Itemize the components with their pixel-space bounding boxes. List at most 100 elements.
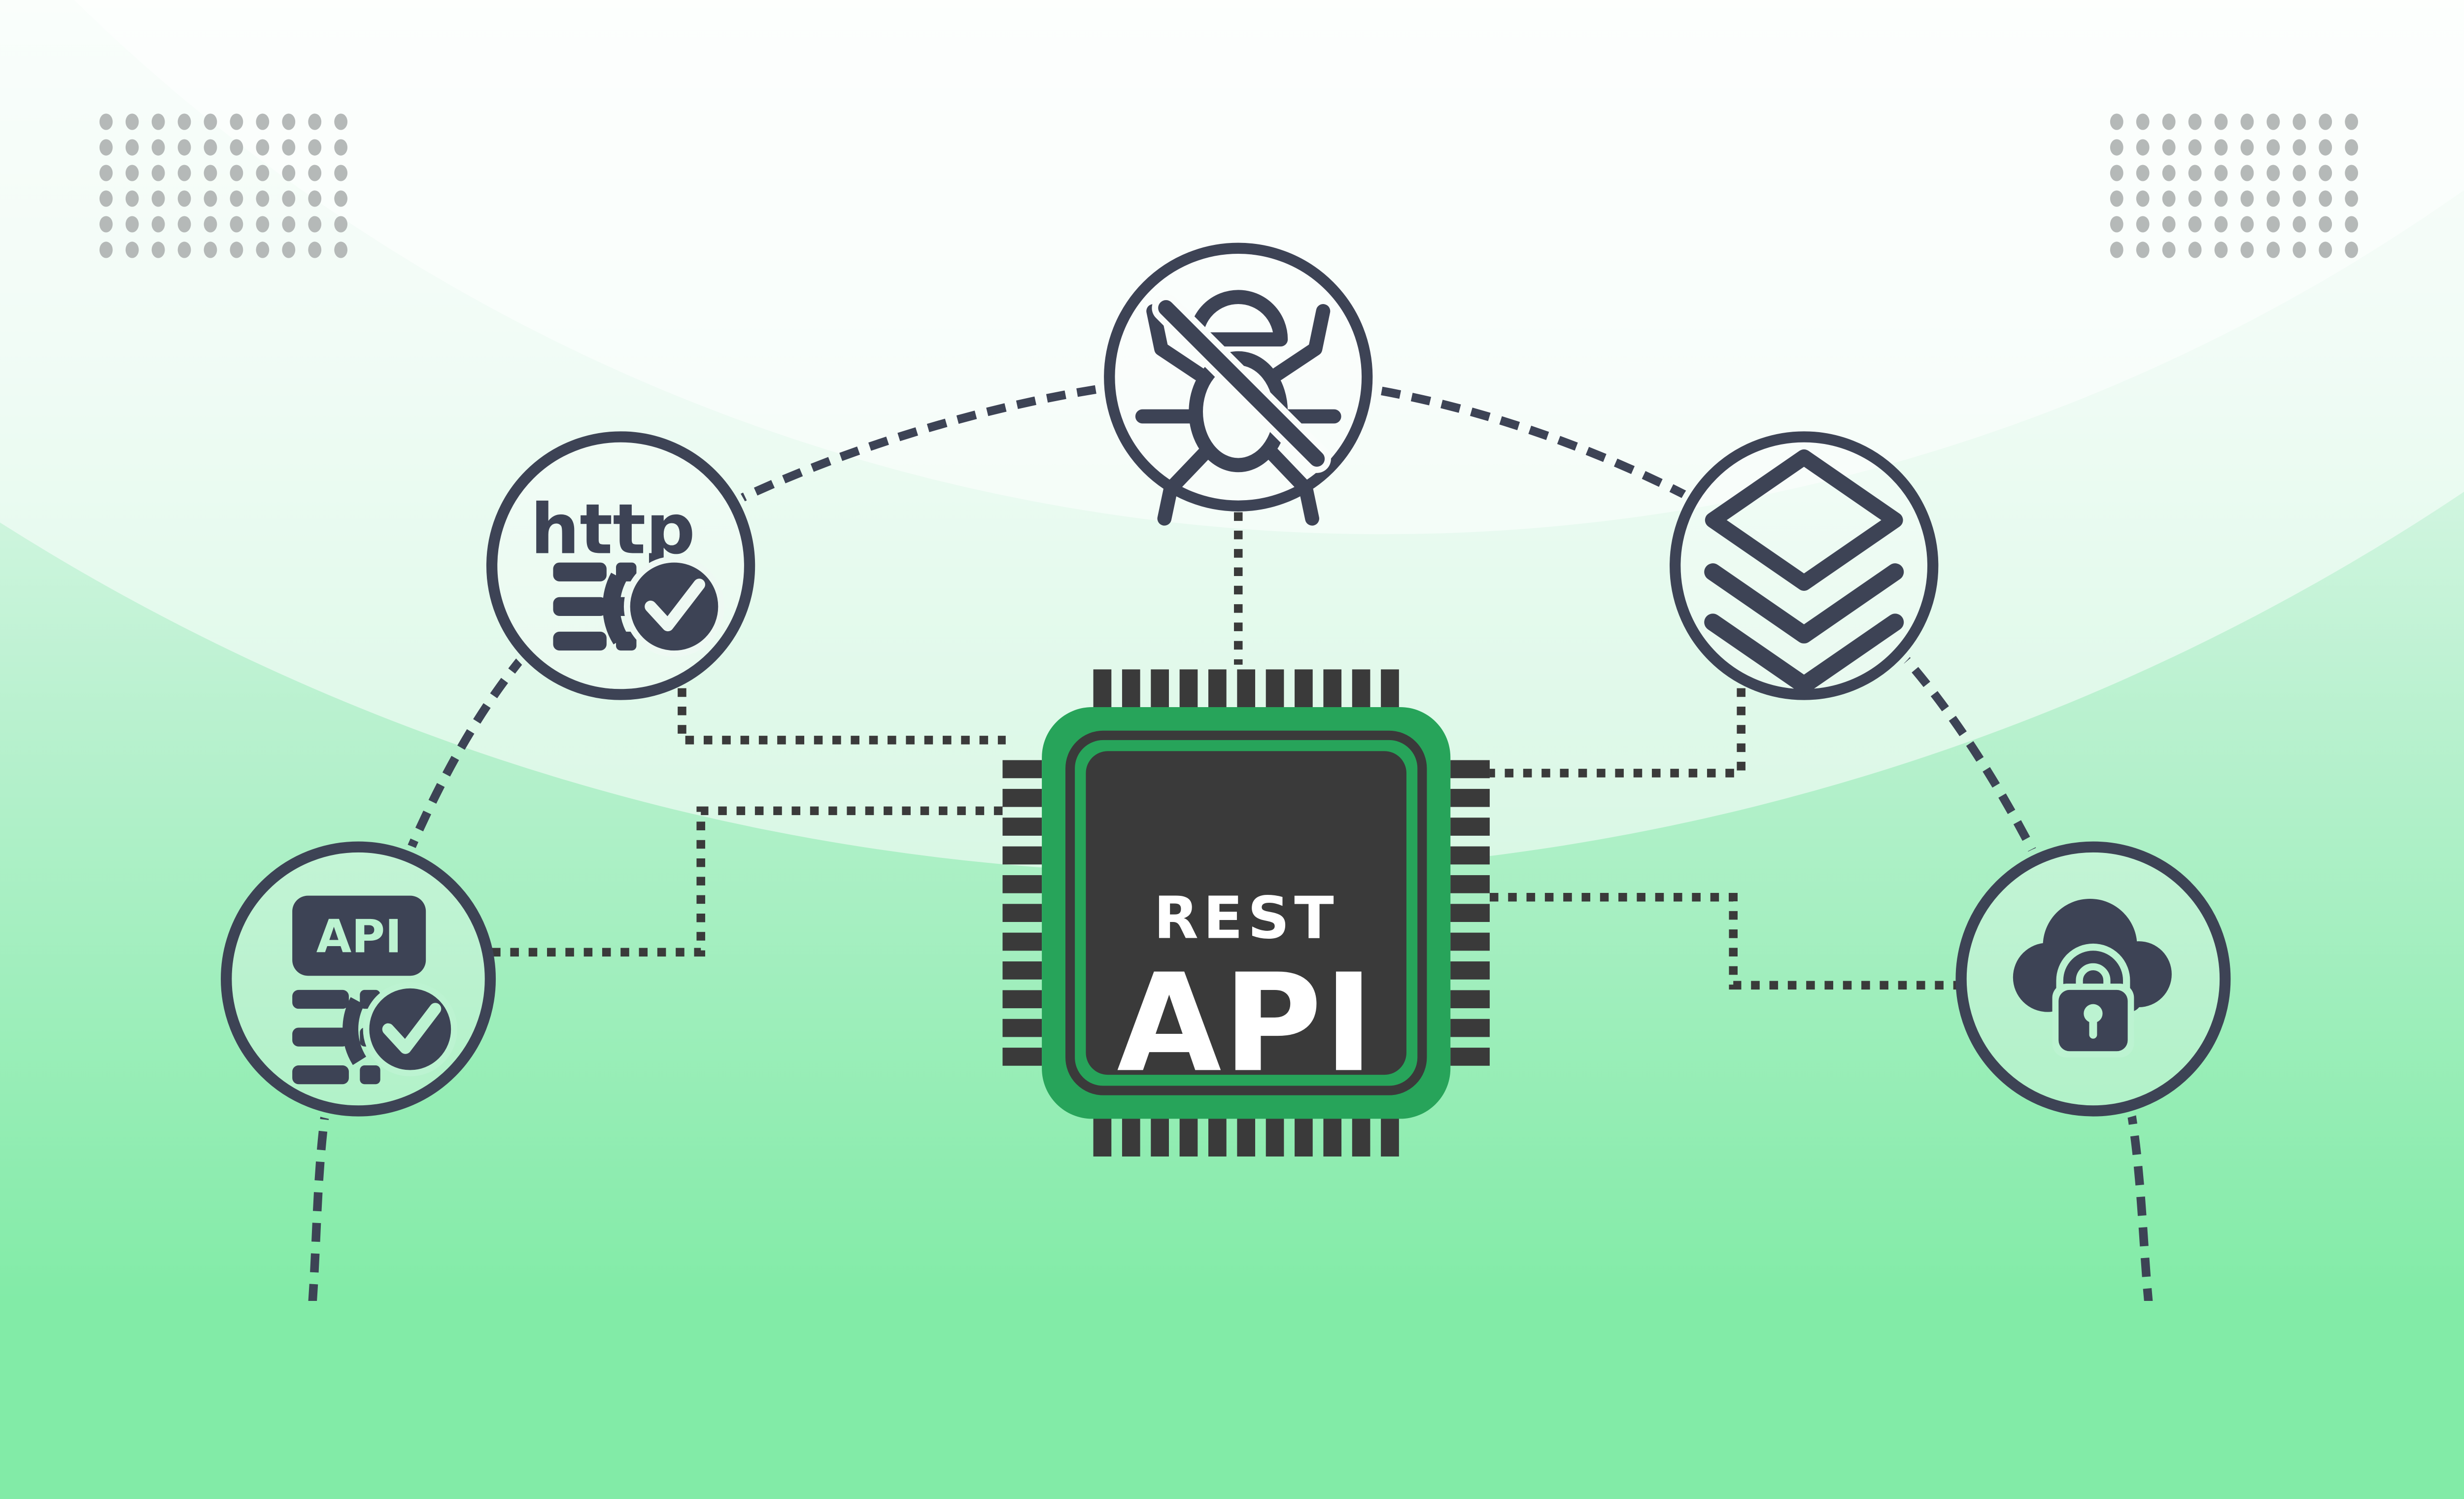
grid-dot bbox=[2266, 139, 2280, 156]
grid-dot bbox=[230, 241, 243, 258]
keyhole bbox=[2084, 1004, 2103, 1023]
grid-dot bbox=[2266, 165, 2280, 181]
grid-dot bbox=[2162, 139, 2176, 156]
api-node: API bbox=[221, 841, 496, 1117]
grid-dot bbox=[204, 190, 217, 207]
chip-pin bbox=[1002, 990, 1042, 1009]
grid-dot bbox=[2214, 113, 2228, 130]
grid-dot bbox=[2136, 190, 2150, 207]
grid-dot bbox=[204, 139, 217, 156]
chip-pin bbox=[1450, 904, 1490, 922]
chip-pin bbox=[1266, 1117, 1284, 1157]
grid-dot bbox=[230, 113, 243, 130]
grid-dot bbox=[2266, 190, 2280, 207]
grid-dot bbox=[2136, 216, 2150, 233]
grid-dot bbox=[204, 113, 217, 130]
connector-api-to-chip bbox=[492, 806, 1006, 957]
connector-cloud-to-chip bbox=[1489, 893, 1963, 990]
grid-dot bbox=[2319, 113, 2332, 130]
grid-dot bbox=[204, 216, 217, 233]
api-node-circle bbox=[221, 841, 496, 1117]
grid-dot bbox=[2266, 216, 2280, 233]
slash-icon bbox=[1158, 300, 1325, 467]
grid-dot bbox=[99, 113, 113, 130]
keyhole-stem bbox=[2089, 1018, 2097, 1039]
chip-pin bbox=[1450, 1019, 1490, 1037]
check-icon bbox=[382, 1003, 442, 1054]
grid-dot bbox=[256, 190, 270, 207]
grid-dot bbox=[256, 165, 270, 181]
chip-pin bbox=[1151, 669, 1169, 709]
grid-dot bbox=[2162, 190, 2176, 207]
bug-leg-upper-left bbox=[1146, 304, 1206, 381]
grid-dot bbox=[125, 216, 139, 233]
check-icon bbox=[645, 579, 705, 632]
grid-dot bbox=[334, 190, 348, 207]
api-badge bbox=[292, 895, 426, 976]
cpu-chip: REST API bbox=[1002, 669, 1490, 1157]
grid-dot bbox=[125, 113, 139, 130]
connectors bbox=[492, 512, 1963, 990]
grid-dot bbox=[2345, 241, 2359, 258]
grid-dot bbox=[125, 190, 139, 207]
chip-pin bbox=[1208, 669, 1227, 709]
grid-dot bbox=[2319, 190, 2332, 207]
grid-dot bbox=[334, 165, 348, 181]
grid-dot bbox=[2110, 139, 2123, 156]
dot-grid-top-left bbox=[99, 113, 348, 258]
chip-pins-bottom bbox=[1093, 1117, 1399, 1157]
list-bar bbox=[553, 562, 607, 581]
rest-api-illustration: REST API http bbox=[0, 0, 2464, 1301]
grid-dot bbox=[2345, 139, 2359, 156]
grid-dot bbox=[177, 139, 191, 156]
grid-dot bbox=[2110, 113, 2123, 130]
grid-dot bbox=[151, 165, 165, 181]
grid-dot bbox=[2240, 165, 2254, 181]
grid-dot bbox=[2293, 113, 2306, 130]
grid-dot bbox=[2136, 165, 2150, 181]
chip-pin bbox=[1002, 760, 1042, 779]
grid-dot bbox=[2162, 165, 2176, 181]
api-checklist-icon: API bbox=[292, 895, 478, 1097]
chip-pin bbox=[1352, 669, 1370, 709]
grid-dot bbox=[151, 216, 165, 233]
grid-dot bbox=[230, 165, 243, 181]
dot-grid-top-right bbox=[2110, 113, 2359, 258]
grid-dot bbox=[99, 139, 113, 156]
chip-pin bbox=[1002, 788, 1042, 807]
chip-pin bbox=[1002, 904, 1042, 922]
grid-dot bbox=[334, 241, 348, 258]
grid-dot bbox=[2162, 113, 2176, 130]
grid-dot bbox=[151, 113, 165, 130]
chip-pin bbox=[1122, 1117, 1140, 1157]
chip-pin bbox=[1266, 669, 1284, 709]
chip-pin bbox=[1237, 669, 1256, 709]
grid-dot bbox=[2162, 216, 2176, 233]
bug-head bbox=[1189, 290, 1288, 347]
chip-pin bbox=[1381, 669, 1399, 709]
grid-dot bbox=[2293, 216, 2306, 233]
chip-pin bbox=[1323, 669, 1342, 709]
lock-shackle bbox=[2063, 951, 2123, 1003]
grid-dot bbox=[151, 241, 165, 258]
list-bar bbox=[553, 631, 607, 651]
chip-pin bbox=[1295, 669, 1313, 709]
grid-dot bbox=[2293, 165, 2306, 181]
grid-dot bbox=[2293, 241, 2306, 258]
check-circle bbox=[363, 982, 457, 1077]
cloud-lock-icon bbox=[2013, 898, 2172, 1058]
grid-dot bbox=[2214, 165, 2228, 181]
grid-dot bbox=[177, 190, 191, 207]
grid-dot bbox=[282, 165, 296, 181]
chip-pin bbox=[1122, 669, 1140, 709]
chip-pin bbox=[1002, 1048, 1042, 1066]
grid-dot bbox=[230, 190, 243, 207]
grid-dot bbox=[125, 165, 139, 181]
grid-dot bbox=[2110, 216, 2123, 233]
grid-dot bbox=[2136, 113, 2150, 130]
grid-dot bbox=[2110, 190, 2123, 207]
grid-dot bbox=[308, 190, 322, 207]
grid-dot bbox=[2293, 139, 2306, 156]
chip-pin bbox=[1151, 1117, 1169, 1157]
chip-pin bbox=[1002, 875, 1042, 893]
